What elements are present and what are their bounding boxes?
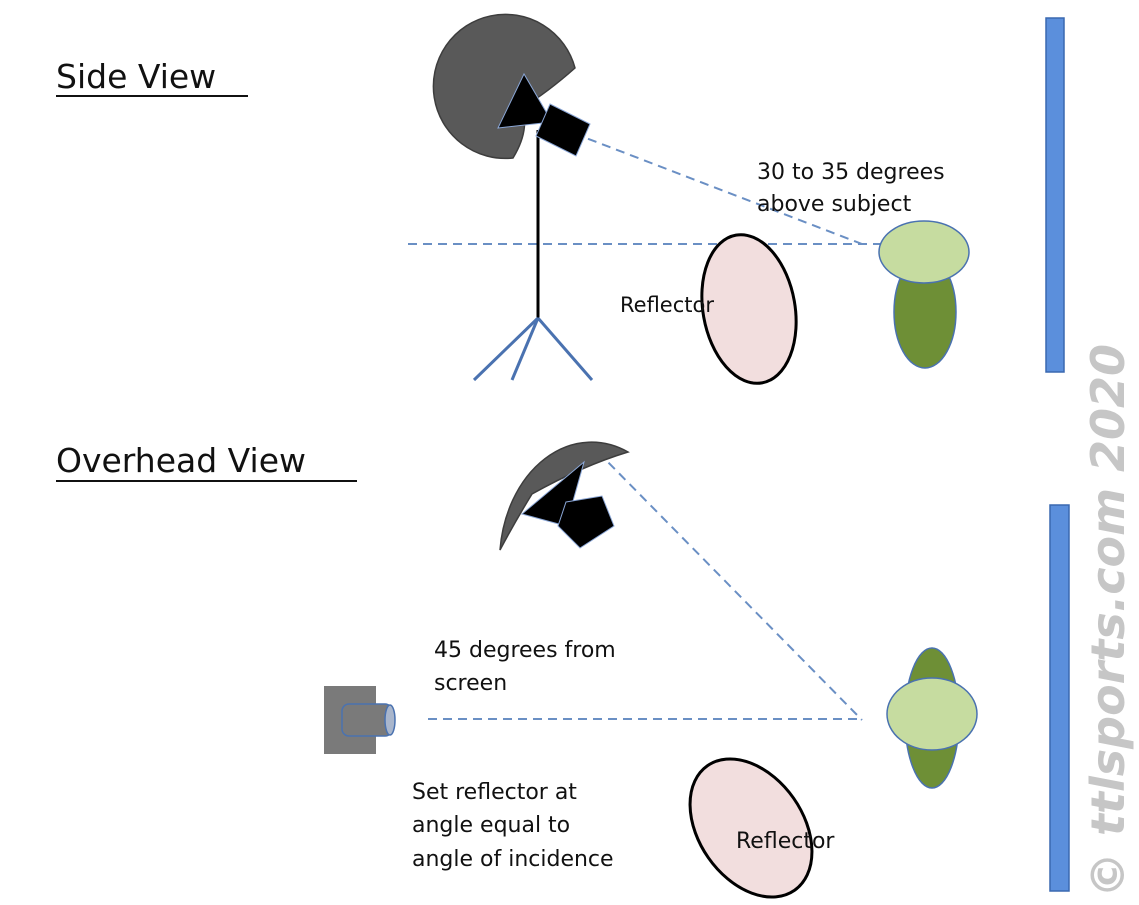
overhead-note-line3: angle of incidence [412,847,614,872]
overhead-note-line1: Set reflector at [412,780,577,805]
side-reflector [700,233,798,385]
overhead-subject-head [886,677,978,751]
side-reflector-label: Reflector [620,293,714,317]
overhead-angle-label-line1: 45 degrees from [434,638,616,663]
light-stand-legs [472,316,594,382]
side-background-screen [1045,17,1065,373]
flash-icon [497,72,591,157]
overhead-light-angle-guide [597,451,863,721]
overhead-note-line2: angle equal to [412,813,570,838]
overhead-view-title: Overhead View [56,441,306,480]
overhead-flash-icon [520,460,615,549]
side-light-angle-guide [559,127,863,245]
overhead-umbrella-icon [499,441,630,551]
overhead-reflector [688,757,814,899]
side-subject-head [878,220,970,284]
side-angle-label-line1: 30 to 35 degrees [757,160,945,185]
overhead-reflector-label: Reflector [736,829,835,854]
side-view-title: Side View [56,57,216,96]
side-angle-label-line2: above subject [757,192,912,217]
side-view: Side View 30 to 35 degrees above subject… [56,13,1065,385]
overhead-angle-label-line2: screen [434,671,507,696]
overhead-background-screen [1049,504,1070,892]
camera-icon [324,686,396,754]
copyright-watermark: © ttlsports.com 2020 [1081,344,1135,898]
overhead-view: Overhead View 45 degrees from screen Set… [56,441,1070,899]
